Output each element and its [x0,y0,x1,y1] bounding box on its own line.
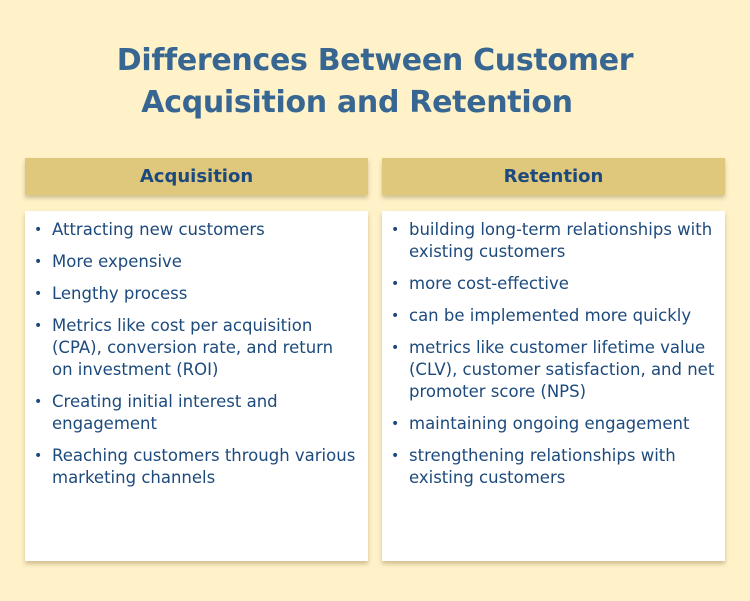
bullet-icon: • [391,416,400,432]
page-title: Differences Between Customer Acquisition… [0,40,750,124]
bullet-icon: • [34,286,43,302]
retention-header: Retention [382,158,725,195]
acquisition-header: Acquisition [25,158,368,195]
bullet-icon: • [391,340,400,356]
bullet-icon: • [391,308,400,324]
list-item: •building long-term relationships with e… [391,220,713,261]
bullet-icon: • [34,318,43,334]
bullet-icon: • [391,222,400,238]
retention-list: •building long-term relationships with e… [382,211,725,489]
list-item: •more cost-effective [391,274,569,293]
retention-panel: •building long-term relationships with e… [382,211,725,561]
acquisition-list: •Attracting new customers •More expensiv… [25,211,368,489]
list-item: •Lengthy process [34,284,188,303]
title-line-1: Differences Between Customer [116,43,634,78]
bullet-icon: • [391,276,400,292]
list-item: •Creating initial interest and engagemen… [34,392,278,433]
bullet-icon: • [34,394,43,410]
bullet-icon: • [34,448,43,464]
title-line-2: Acquisition and Retention [141,85,573,120]
list-item: •maintaining ongoing engagement [391,414,690,433]
list-item: •metrics like customer lifetime value (C… [391,338,715,401]
bullet-icon: • [34,254,43,270]
bullet-icon: • [391,448,400,464]
bullet-icon: • [34,222,43,238]
list-item: •strengthening relationships with existi… [391,446,676,487]
list-item: •Attracting new customers [34,220,265,239]
list-item: •can be implemented more quickly [391,306,692,325]
list-item: •Reaching customers through various mark… [34,446,356,487]
list-item: •Metrics like cost per acquisition (CPA)… [34,316,334,379]
acquisition-panel: •Attracting new customers •More expensiv… [25,211,368,561]
list-item: •More expensive [34,252,182,271]
